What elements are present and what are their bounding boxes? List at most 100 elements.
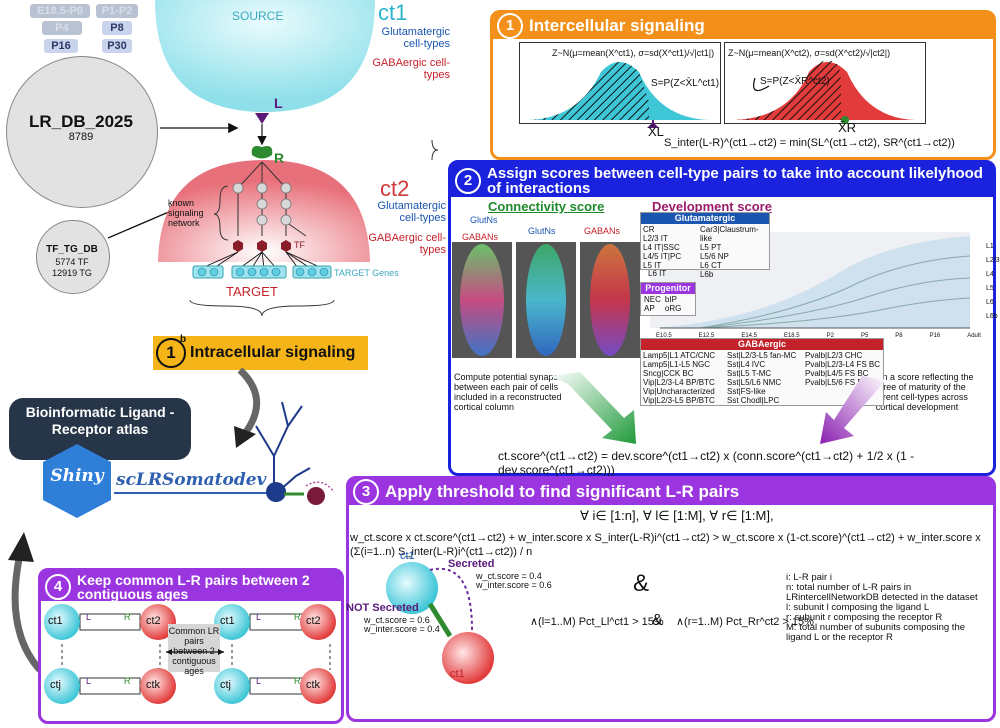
pct-ligand: ∧(l=1..M) Pct_Ll^ct1 > 15% [530, 616, 664, 628]
lr-database-circle [6, 56, 158, 208]
col-label-gabans: GABANs [584, 226, 621, 236]
signaling-diagram [107, 0, 439, 317]
legend-item: Pvalb|L2/3-L4 FS BC [805, 360, 881, 369]
target-genes-label: TARGET Genes [334, 268, 399, 278]
target-cell-shape [158, 160, 370, 262]
cell-label-ct2-b: ct2 [306, 615, 321, 627]
dev-age: P2 [826, 333, 834, 339]
secretion-cells [386, 562, 494, 684]
layer-l5: L5 [986, 285, 994, 292]
legend-gabaergic: GABAergic Lamp5|L1 ATC/CNC Lamp5|L1-L5 N… [640, 338, 884, 406]
intracellular-badge [153, 336, 368, 370]
ligand-shape [255, 113, 269, 124]
target-ct2-label: ct2 [380, 176, 410, 201]
dev-age: E12.5 [698, 333, 715, 339]
legend-item: AP [644, 304, 655, 313]
definition-item: l: subunit l composing the ligand L [786, 602, 930, 613]
receptor-label: R [274, 150, 285, 166]
ligand-label: L [274, 95, 283, 111]
age-tag-p4: P4 [42, 21, 82, 35]
intracellular-number-text: 1 [166, 343, 176, 362]
partner-cell [307, 487, 325, 505]
score-arrows [550, 372, 886, 444]
ampersand-2: & [652, 612, 663, 629]
legend-item: NEC [644, 295, 661, 304]
legend-item: L5 IT [643, 261, 662, 270]
legend-item: Vip|L2/3-L4 BP/BTC [643, 378, 715, 387]
intracellular-number: 1 [156, 338, 186, 368]
cell-label-ct1-b: ct1 [220, 615, 235, 627]
lr-database-count: 8789 [68, 131, 94, 143]
cortical-columns [452, 242, 640, 358]
curved-arrow-atlas [234, 368, 261, 448]
development-description: Assign a score reflecting the degree of … [860, 372, 974, 412]
cell-label-ct1-a: ct1 [48, 615, 63, 627]
dev-age: Adult [967, 333, 981, 339]
legend-item: L5/6 NP [699, 252, 729, 261]
dist-formula-2: Z~N(μ=mean(X^ct2), σ=sd(X^ct2)/√|ct2|) [728, 48, 891, 58]
panel3-number: 3 [353, 479, 379, 505]
source-glut-label: Glutamatergic cell-types [381, 26, 450, 50]
panel2-header: 2 Assign scores between cell-type pairs … [451, 163, 993, 197]
contiguous-pairs [44, 604, 336, 704]
legend-item: Lamp5|L1-L5 NGC [643, 360, 710, 369]
legend-item: Lamp5|L1 ATC/CNC [643, 351, 716, 360]
secreted-w2: w_inter.score = 0.6 [476, 580, 552, 590]
legend-item: Vip|L2/3-L5 BP/BTC [643, 396, 715, 405]
age-tag-e18: E18.5-P0 [30, 4, 90, 18]
tf-hexagon [257, 240, 267, 252]
common-lr-label: Common LR pairs between 2 contiguous age… [168, 626, 220, 676]
target-label: TARGET [226, 284, 278, 299]
lr-l-label-1: L [86, 612, 92, 622]
panel1-title: Intercellular signaling [529, 16, 705, 35]
secreted-label: Secreted [448, 558, 495, 570]
definition-item: n: total number of L-R pairs in LRinterc… [786, 582, 978, 603]
secreted-w1: w_ct.score = 0.4 [476, 571, 542, 581]
ct-score-equation: ct.score^(ct1→ct2) = dev.score^(ct1→ct2)… [498, 449, 915, 477]
quantifier: ∀ i∈ [1:n], ∀ l∈ [1:M], ∀ r∈ [1:M], [580, 508, 774, 523]
legend-item: Pvalb|L5/6 FS BC [805, 378, 869, 387]
tf-hexagon [233, 240, 243, 252]
signaling-network-label: known signaling network [168, 198, 204, 228]
source-label: SOURCE [232, 9, 284, 23]
tf-label: TF [294, 240, 305, 250]
panel4-number: 4 [45, 574, 71, 600]
source-gaba-label: GABAergic cell-types [372, 57, 450, 81]
curved-arrow-up [8, 532, 43, 673]
legend-item: Sst|L2/3-L5 fan-MC [727, 351, 797, 360]
tf-database-tg: 12919 TG [52, 268, 92, 278]
legend-item: CR [643, 225, 655, 234]
legend-item: bIP [664, 295, 677, 304]
dev-age: P16 [929, 333, 941, 339]
xl-label: X̄L [648, 124, 664, 139]
legend-item: Sst|L5/L6 NMC [727, 378, 782, 387]
distribution-curves [529, 60, 915, 128]
dist-formula-1: Z~N(μ=mean(X^ct1), σ=sd(X^ct1)/√|ct1|) [552, 48, 715, 58]
legend-item: Sst Chodl|LPC [727, 396, 780, 405]
connectivity-title: Connectivity score [488, 199, 605, 214]
panel2-title: Assign scores between cell-type pairs to… [487, 165, 983, 197]
legend-item: L2/3 IT [643, 234, 668, 243]
legend-item: Vip|Uncharacterized [643, 387, 715, 396]
dev-ages: E10.5 E12.5 E14.5 E18.5 P2 P5 P8 P16 Adu… [656, 333, 981, 339]
legend-item: Pvalb|L4/5 FS BC [805, 369, 869, 378]
definition-item: M: total number of subunits composing th… [786, 622, 966, 643]
dev-age: P5 [860, 333, 869, 339]
lr-database-name: LR_DB_2025 [29, 112, 133, 131]
col-label-gabans-1: GABANs [462, 232, 499, 242]
age-tag-p1: P1-P2 [96, 4, 138, 18]
lr-r-label-4: R [294, 676, 301, 686]
legend-item: Sncg|CCK BC [643, 369, 694, 378]
cell-label-ctk-b: ctk [306, 679, 321, 691]
legend-item: Sst|FS-like [727, 387, 766, 396]
panel-threshold: 3 Apply threshold to find significant L-… [346, 476, 996, 722]
source-ct1-label: ct1 [378, 0, 408, 25]
dev-age: P8 [895, 333, 903, 339]
target-glut-label: Glutamatergic cell-types [377, 200, 446, 224]
lr-l-label-4: L [256, 676, 262, 686]
atlas-title: Bioinformatic Ligand - Receptor atlas [25, 404, 175, 437]
panel1-header: 1 Intercellular signaling [493, 13, 993, 39]
legend-item: Sst|L4 IVC [727, 360, 766, 369]
dev-age: E14.5 [741, 333, 757, 339]
